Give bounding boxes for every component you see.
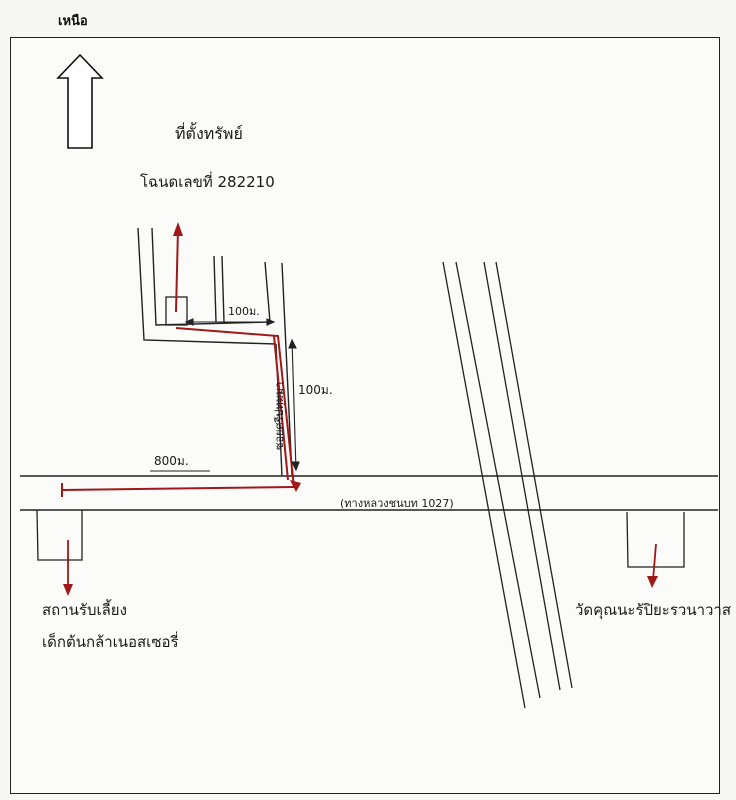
nursery-arrow-icon	[63, 584, 73, 596]
soi-name-label: ซอยศรีปทุมมา	[273, 381, 286, 450]
site-arrow-icon	[173, 222, 183, 236]
diagonal-road	[442, 261, 573, 709]
distance-label-top: 100ม.	[228, 305, 260, 318]
distance-label-main: 800ม.	[154, 454, 189, 468]
north-arrow-icon	[56, 53, 104, 149]
distance-label-right: 100ม.	[298, 383, 333, 397]
route-line	[61, 227, 295, 491]
north-label: เหนือ	[58, 14, 88, 29]
nursery-plot	[36, 509, 83, 561]
map-frame	[10, 37, 720, 794]
highway-label: (ทางหลวงชนบท 1027)	[340, 497, 454, 510]
nursery-label-line2: เด็กต้นกล้าเนอสเซอรี่	[42, 633, 179, 651]
distance-arrow-right	[288, 338, 300, 472]
nursery-label-line1: สถานรับเลี้ยง	[42, 601, 127, 619]
distance-arrow-top	[184, 318, 276, 326]
temple-arrow-icon	[647, 576, 658, 588]
route-end-arrow-icon	[290, 480, 301, 492]
temple-plot	[626, 511, 685, 568]
soi-road	[137, 227, 293, 477]
site-title: ที่ตั้งทรัพย์	[175, 124, 243, 143]
temple-label: วัดคุณนะรัปิยะรวนาวาส	[575, 601, 732, 619]
temple-arrow	[652, 543, 657, 581]
site-deed-number: โฉนดเลขที่ 282210	[140, 173, 275, 191]
